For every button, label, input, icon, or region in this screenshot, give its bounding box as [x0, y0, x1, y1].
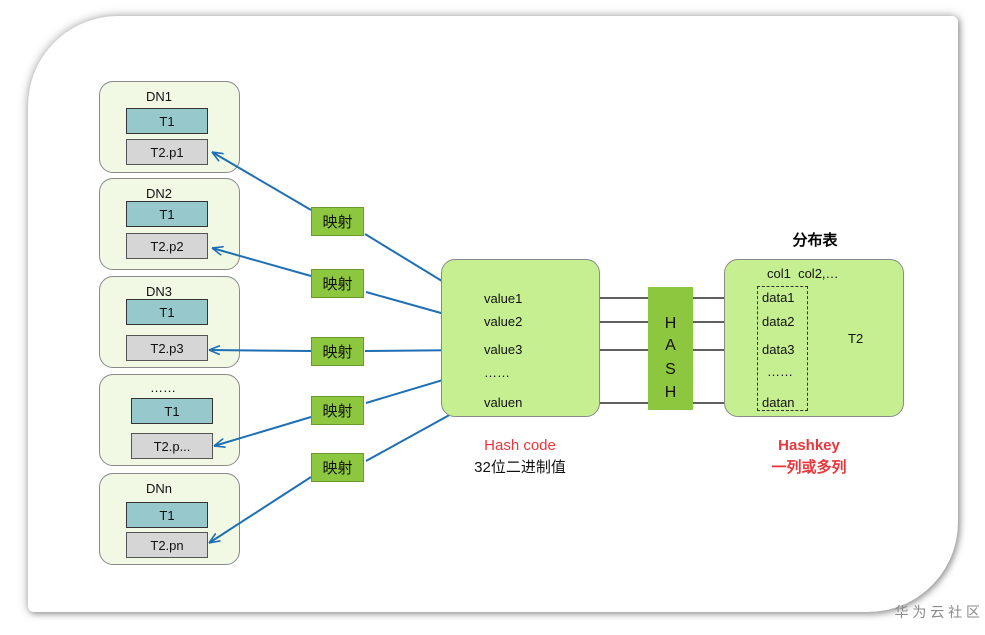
- hash-value-1: value1: [484, 291, 523, 306]
- hashkey-subcaption: 一列或多列: [771, 459, 847, 476]
- watermark: 华 为 云 社 区: [894, 604, 980, 620]
- t2-partition: T2.p1: [126, 139, 208, 165]
- mapping-label-2: 映射: [311, 269, 364, 298]
- hash-value-2: value2: [484, 314, 523, 329]
- dn-node-title: DN3: [145, 284, 172, 299]
- dn-node-1: DN1 T1 T2.p1: [99, 81, 240, 173]
- dn-node-title: ……: [150, 380, 176, 395]
- mapping-label-4: 映射: [311, 396, 364, 425]
- data-item-3: data3: [762, 342, 795, 357]
- mapping-label-1: 映射: [311, 207, 364, 236]
- dn-node-3: DN3 T1 T2.p3: [99, 276, 240, 368]
- data-item-2: data2: [762, 314, 795, 329]
- t2-partition: T2.p3: [126, 335, 208, 361]
- dn-node-title: DN1: [145, 89, 172, 104]
- dn-node-title: DN2: [145, 186, 172, 201]
- hash-code-caption: Hash code: [484, 437, 556, 454]
- dn-node-ellipsis: …… T1 T2.p...: [99, 374, 240, 466]
- t1-table: T1: [131, 398, 213, 424]
- hashkey-caption: Hashkey: [778, 437, 840, 454]
- hash-value-ellipsis: ……: [484, 365, 510, 380]
- dist-table-box: [724, 259, 904, 417]
- t1-table: T1: [126, 108, 208, 134]
- dist-table-title: 分布表: [792, 232, 838, 249]
- hash-letter: H: [664, 315, 677, 332]
- mapping-label-5: 映射: [311, 453, 364, 482]
- t1-table: T1: [126, 201, 208, 227]
- hash-code-subcaption: 32位二进制值: [474, 459, 566, 476]
- hash-letter: S: [665, 361, 676, 378]
- data-item-n: datan: [762, 395, 795, 410]
- dn-node-2: DN2 T1 T2.p2: [99, 178, 240, 270]
- dn-node-title: DNn: [145, 481, 172, 496]
- mapping-label-3: 映射: [311, 337, 364, 366]
- t1-table: T1: [126, 502, 208, 528]
- dn-node-n: DNn T1 T2.pn: [99, 473, 240, 565]
- t1-table: T1: [126, 299, 208, 325]
- t2-partition: T2.p...: [131, 433, 213, 459]
- hash-function-bar: H A S H: [648, 287, 693, 410]
- dist-table-columns: col1 col2,…: [767, 266, 839, 281]
- hash-letter: H: [664, 384, 677, 401]
- hash-value-n: valuen: [484, 395, 523, 410]
- hashkey-column-frame: [757, 286, 808, 411]
- hash-code-box: [441, 259, 600, 417]
- hash-value-3: value3: [484, 342, 523, 357]
- dist-table-name: T2: [848, 331, 864, 346]
- hash-letter: A: [665, 337, 676, 354]
- t2-partition: T2.p2: [126, 233, 208, 259]
- data-item-ellipsis: ……: [767, 364, 793, 379]
- t2-partition: T2.pn: [126, 532, 208, 558]
- data-item-1: data1: [762, 290, 795, 305]
